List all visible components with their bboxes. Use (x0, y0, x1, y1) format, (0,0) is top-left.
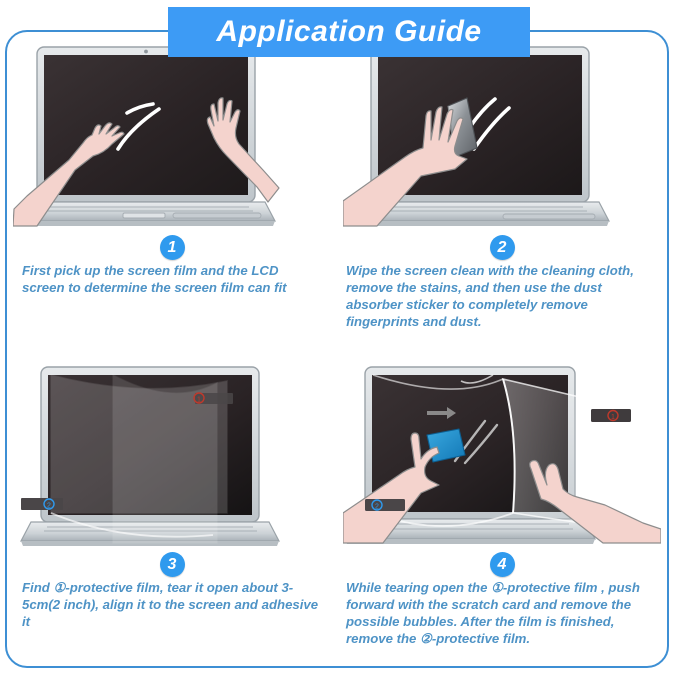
step-panel-4: 1 2 4 While tearing open the ①-protectiv… (337, 349, 667, 666)
illustration-step-2 (343, 36, 661, 232)
step-panel-2: 2 Wipe the screen clean with the cleanin… (337, 32, 667, 349)
page-title: Application Guide (216, 15, 482, 48)
laptop-lid-3 (40, 366, 260, 523)
title-banner: Application Guide (168, 7, 530, 57)
protective-film-sheets-3 (50, 373, 228, 544)
step-badge-1: 1 (159, 235, 185, 260)
hand-left-1 (13, 122, 125, 227)
step-badge-3: 3 (159, 552, 185, 577)
svg-text:2: 2 (375, 504, 379, 511)
illustration-step-4: 1 2 (343, 353, 661, 549)
hand-right-peeling-4 (529, 459, 661, 544)
hand-holding-cloth-2 (343, 106, 468, 227)
laptop-base-3 (20, 521, 280, 546)
steps-grid: 1 First pick up the screen film and the … (7, 32, 667, 666)
step-caption-2: Wipe the screen clean with the cleaning … (346, 263, 634, 329)
svg-text:1: 1 (197, 397, 201, 404)
peeling-film-4 (372, 374, 606, 527)
film-tab-one-3: 1 (193, 392, 233, 404)
step-caption-3: Find ①-protective film, tear it open abo… (22, 580, 319, 629)
svg-text:1: 1 (611, 414, 615, 421)
laptop-base-1 (16, 201, 276, 226)
illustration-step-1 (13, 36, 331, 232)
film-tab-two-4: 2 (365, 499, 405, 511)
step-badge-2: 2 (489, 235, 515, 260)
step-panel-1: 1 First pick up the screen film and the … (7, 32, 337, 349)
film-tab-two-3: 2 (21, 498, 63, 510)
step-caption-1: First pick up the screen film and the LC… (22, 263, 287, 295)
step-panel-3: 1 2 3 Find ①-protective film, tear it op… (7, 349, 337, 666)
film-tab-one-4: 1 (591, 409, 631, 422)
bubble-swipe-marks-4 (453, 419, 499, 465)
svg-text:2: 2 (47, 503, 51, 510)
forward-arrow-icon-4 (427, 407, 456, 419)
step-badge-4: 4 (489, 552, 515, 577)
step-caption-4: While tearing open the ①-protective film… (346, 580, 640, 646)
hand-right-1 (206, 97, 280, 203)
hand-left-scratch-card-4 (343, 432, 440, 544)
film-highlight-marks-1 (116, 102, 161, 151)
illustration-step-3: 1 2 (13, 353, 331, 549)
